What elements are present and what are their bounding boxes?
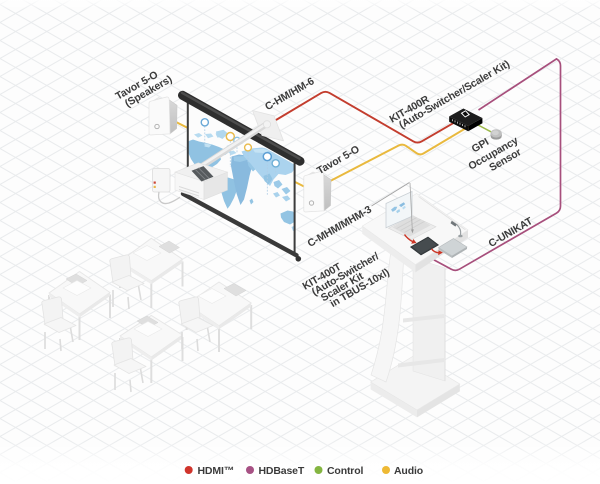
svg-text:Audio: Audio [394, 465, 423, 477]
svg-text:Control: Control [327, 465, 364, 477]
svg-text:HDMI™: HDMI™ [198, 465, 235, 477]
svg-text:HDBaseT: HDBaseT [259, 465, 305, 477]
